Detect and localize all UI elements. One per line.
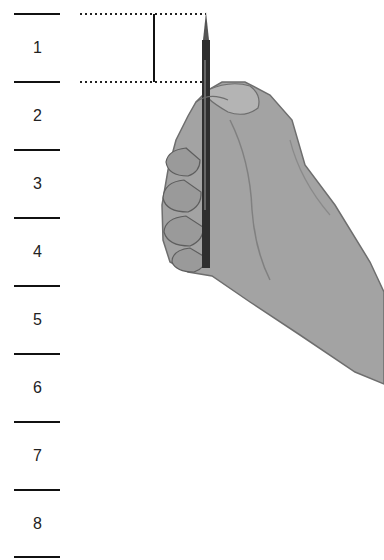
scale-ticks (14, 14, 60, 557)
thumb-edge (196, 96, 228, 102)
callout-number: 8 (33, 516, 42, 532)
pencil (202, 12, 210, 268)
callout-number: 1 (33, 40, 42, 56)
hand (162, 82, 384, 384)
callout-number: 4 (33, 244, 42, 260)
callout-number: 2 (33, 108, 42, 124)
callout-number: 3 (33, 176, 42, 192)
callout-number: 7 (33, 448, 42, 464)
guide-lines (80, 14, 206, 82)
callout-number: 6 (33, 380, 42, 396)
measure-bracket (153, 14, 155, 82)
callout-number: 5 (33, 312, 42, 328)
